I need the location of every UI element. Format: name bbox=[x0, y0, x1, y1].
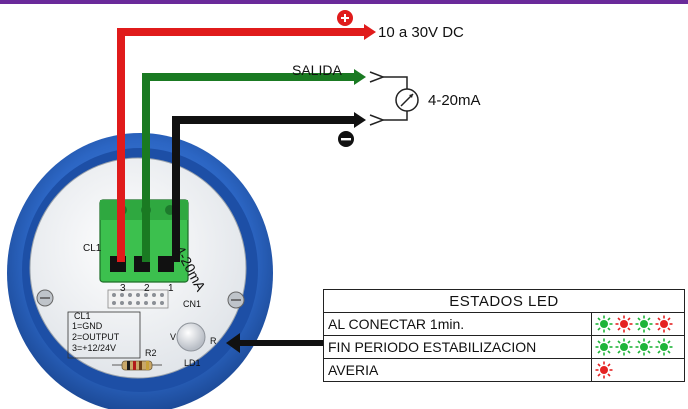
led-state-row: FIN PERIODO ESTABILIZACION bbox=[323, 335, 685, 359]
led-green-icon bbox=[634, 315, 654, 333]
led-red-icon bbox=[594, 361, 614, 379]
r2-label: R2 bbox=[145, 348, 157, 358]
wire-red bbox=[117, 24, 376, 262]
terminal-number-2: 2 bbox=[144, 283, 150, 294]
led-state-label: AL CONECTAR 1min. bbox=[323, 312, 592, 336]
cl1-label: CL1 bbox=[83, 243, 102, 254]
led-ld1 bbox=[176, 322, 206, 352]
ammeter-icon bbox=[369, 71, 419, 126]
led-state-row: AVERIA bbox=[323, 358, 685, 382]
led-side-r: R bbox=[210, 336, 217, 346]
led-red-icon bbox=[614, 315, 634, 333]
led-state-label: AVERIA bbox=[323, 358, 592, 382]
led-state-indicators bbox=[591, 358, 685, 382]
led-state-indicators bbox=[591, 335, 685, 359]
pinout-line-2: 2=OUTPUT bbox=[72, 332, 120, 342]
wire-green bbox=[142, 69, 366, 262]
meter-label: 4-20mA bbox=[428, 92, 481, 109]
led-state-row: AL CONECTAR 1min. bbox=[323, 312, 685, 336]
led-green-icon bbox=[594, 338, 614, 356]
led-pointer-arrow bbox=[226, 333, 323, 353]
resistor-r2 bbox=[112, 360, 162, 371]
terminal-number-1: 1 bbox=[168, 283, 174, 294]
pinout-title: CL1 bbox=[74, 311, 91, 321]
led-green-icon bbox=[594, 315, 614, 333]
header-bar bbox=[0, 0, 688, 4]
led-state-label: FIN PERIODO ESTABILIZACION bbox=[323, 335, 592, 359]
wire-black bbox=[172, 112, 366, 262]
ld1-label: LD1 bbox=[184, 358, 201, 368]
led-table-title: ESTADOS LED bbox=[323, 289, 685, 313]
led-red-icon bbox=[654, 315, 674, 333]
pinout-line-3: 3=+12/24V bbox=[72, 343, 117, 353]
led-green-icon bbox=[654, 338, 674, 356]
led-side-v: V bbox=[170, 332, 177, 342]
led-green-icon bbox=[634, 338, 654, 356]
output-label: SALIDA bbox=[292, 62, 342, 78]
pinout-line-1: 1=GND bbox=[72, 321, 103, 331]
terminal-number-3: 3 bbox=[120, 283, 126, 294]
led-green-icon bbox=[614, 338, 634, 356]
supply-label: 10 a 30V DC bbox=[378, 24, 464, 41]
cn1-header bbox=[107, 289, 169, 309]
led-state-indicators bbox=[591, 312, 685, 336]
cn1-label: CN1 bbox=[183, 299, 202, 309]
led-states-table: ESTADOS LED AL CONECTAR 1min.FIN PERIODO… bbox=[323, 289, 685, 382]
pinout-box bbox=[67, 311, 141, 359]
